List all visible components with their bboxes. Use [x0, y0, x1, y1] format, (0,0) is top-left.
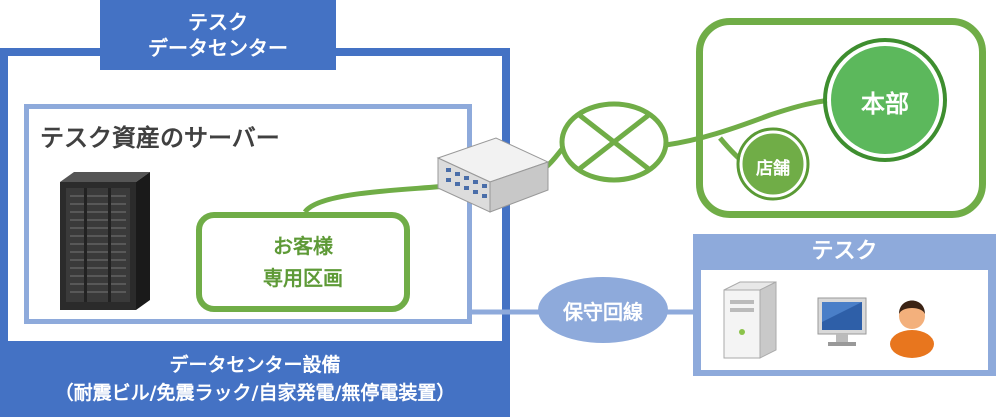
network-switch-icon — [436, 137, 550, 213]
hq-label: 本部 — [861, 90, 909, 118]
wan-cross-icon — [559, 101, 669, 183]
datacenter-footer-line1: データセンター設備 — [169, 354, 341, 376]
server-rack-icon — [60, 172, 150, 310]
private-zone: お客様 専用区画 — [196, 212, 410, 312]
pc-tower-icon — [723, 281, 777, 359]
leased-line-label: 保守回線 — [563, 299, 643, 324]
datacenter-footer: データセンター設備 （耐震ビル/免震ラック/自家発電/無停電装置） — [8, 344, 502, 414]
store-node — [736, 127, 810, 201]
monitor-icon — [817, 297, 867, 346]
tesk-title: テスク — [811, 239, 878, 264]
assets-title: テスク資産のサーバー — [40, 124, 280, 152]
datacenter-title-line2: データセンター — [148, 36, 288, 60]
datacenter-title-line1: テスク — [188, 10, 248, 34]
datacenter-title: テスク データセンター — [100, 0, 336, 70]
hq-node — [823, 38, 947, 162]
datacenter-footer-line2: （耐震ビル/免震ラック/自家発電/無停電装置） — [54, 382, 456, 404]
private-zone-line2: 専用区画 — [263, 266, 343, 290]
private-zone-line1: お客様 — [273, 234, 333, 258]
wan-to-hq-cable — [665, 97, 831, 148]
user-person-icon — [890, 300, 934, 358]
leased-line-badge: 保守回線 — [538, 277, 668, 343]
store-label: 店舗 — [756, 159, 790, 179]
zone-to-switch-cable — [302, 182, 456, 214]
